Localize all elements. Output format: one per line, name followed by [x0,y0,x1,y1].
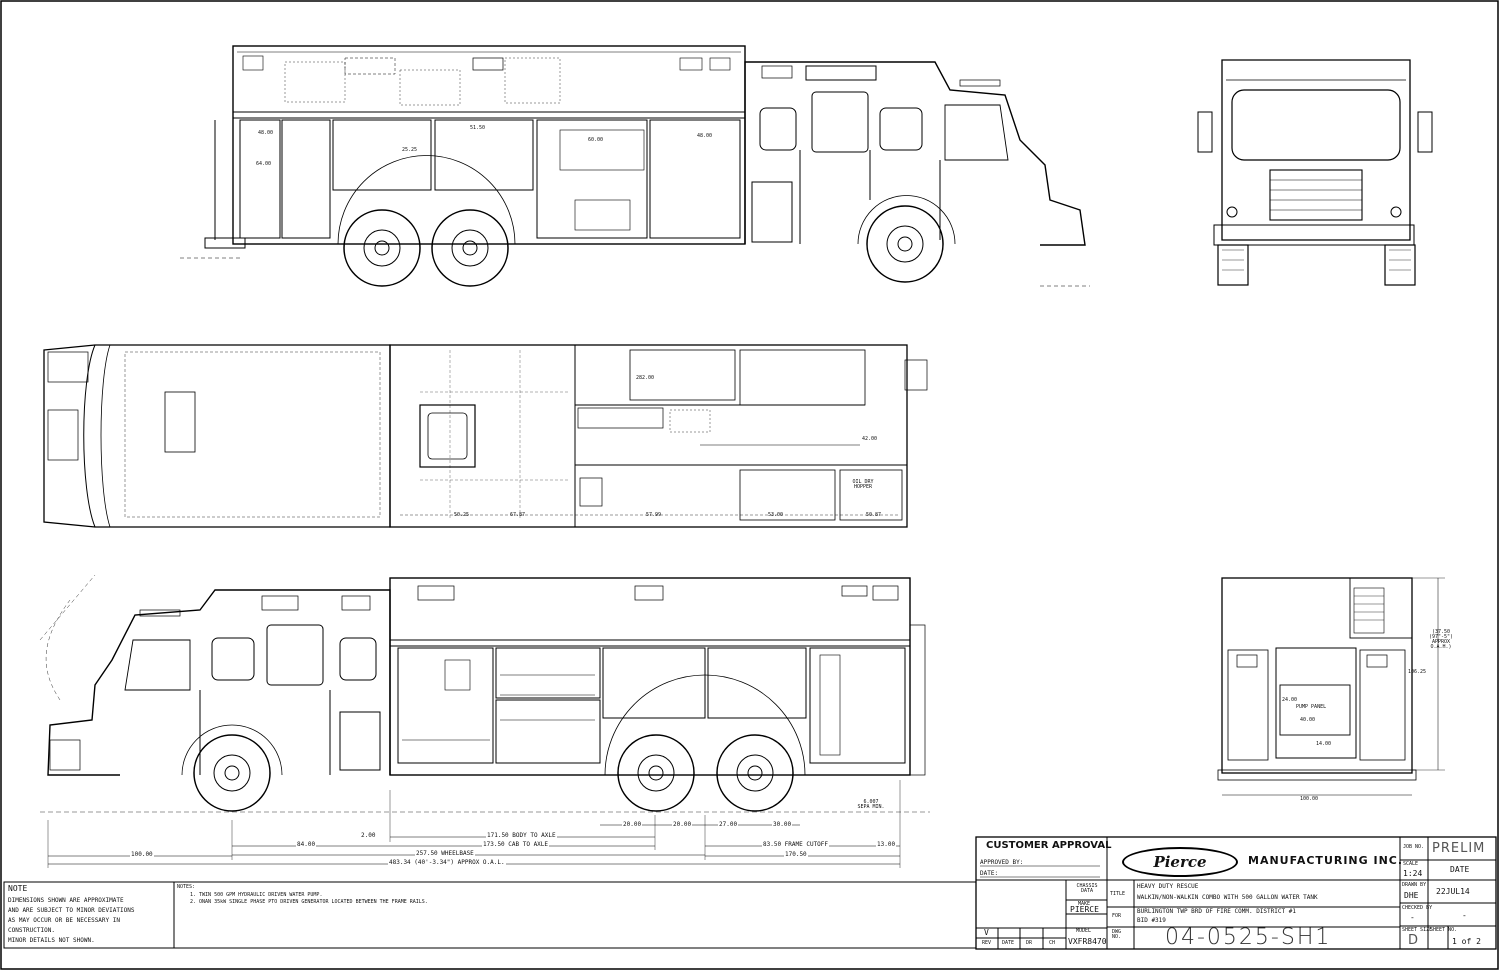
dwg-no-label: DWG NO. [1112,929,1122,940]
dim-13: 13.00 [876,841,897,848]
side-view-officer [39,574,930,868]
approved-by-label: APPROVED BY: [980,859,1024,866]
rear-view [1217,577,1445,796]
pump-panel-label: PUMP PANEL [1296,704,1327,710]
date-header: DATE [1450,865,1470,874]
dim-axle-27: 27.00 [718,821,739,828]
dim-top-64: 64.00 [256,161,272,167]
drawing-number: 04-0525-SH1 [1165,925,1332,950]
notes-item-2: 2. ONAN 35kW SINGLE PHASE PTO DRIVEN GEN… [190,899,428,905]
dim-rear-40: 40.00 [1300,717,1316,723]
dim-plan-42: 42.00 [862,436,878,442]
dim-cab-to-axle: 173.50 CAB TO AXLE [482,841,550,848]
sheet-no-value: 1 of 2 [1452,937,1481,946]
dim-rear-height: 106.25 [1408,669,1427,675]
drawn-date-value: 22JUL14 [1436,887,1470,896]
sheet-size-value: D [1408,933,1420,948]
rev-label: REV [982,940,992,946]
checked-by-label: CHECKED BY [1402,905,1433,911]
dim-plan-53: 53.00 [768,512,784,518]
make-label: MAKE [1078,901,1091,907]
customer-approval-title: CUSTOMER APPROVAL [986,840,1112,851]
dim-wheelbase: 257.50 WHEELBASE [415,850,475,857]
title-line-2: WALKIN/NON-WALKIN COMBO WITH 500 GALLON … [1137,894,1318,901]
note-line-2: AND ARE SUBJECT TO MINOR DEVIATIONS [8,907,135,914]
pierce-logo: Pierce [1122,847,1238,877]
rev-date-label: DATE [1002,940,1015,946]
dim-top-48a: 48.00 [258,130,274,136]
model-value: VXFR8470 [1068,937,1107,946]
dim-rear-width: 100.00 [1300,796,1319,802]
dim-axle-20b: 20.00 [672,821,693,828]
title-line-1: HEAVY DUTY RESCUE [1137,883,1199,890]
dim-2: 2.00 [360,832,377,839]
job-no-label: JOB NO. [1403,844,1425,850]
dim-plan-50-87: 50.87 [866,512,882,518]
drawn-by-label: DRAWN BY [1402,882,1427,888]
side-view-driver [180,45,1090,287]
chassis-data-label: CHASSIS DATA [1076,883,1098,894]
rev-dr-label: DR [1026,940,1033,946]
dim-170-5: 170.50 [784,851,808,858]
model-label: MODEL [1076,928,1092,934]
note-line-4: CONSTRUCTION. [8,927,55,934]
title-block-frame [3,836,1497,950]
front-view [1197,59,1433,286]
scale-value: 1:24 [1403,869,1423,878]
for-line-2: BID #319 [1137,917,1166,924]
notes-item-1: 1. TWIN 500 GPM HYDRAULIC DRIVEN WATER P… [190,892,323,898]
dim-top-60: 60.00 [588,137,604,143]
sheet-no-label: SHEET NO. [1430,927,1458,933]
top-view [43,344,928,528]
dim-frame-cutoff: 83.50 FRAME CUTOFF [762,841,830,848]
approval-date-label: DATE: [980,870,999,877]
rear-oah-note: (37.50 (97"-5") APPROX O.A.H.) [1428,629,1454,650]
dim-rear-24: 24.00 [1282,697,1298,703]
note-line-5: MINOR DETAILS NOT SHOWN. [8,937,95,944]
job-no-value: PRELIM [1432,841,1486,856]
dim-plan-50-25: 50.25 [454,512,470,518]
dim-rear-14: 14.00 [1316,741,1332,747]
sheet-size-label: SHEET SIZE [1402,927,1433,933]
dim-plan-57-99: 57.99 [646,512,662,518]
note-title: NOTE [8,884,28,893]
dim-top-48b: 48.00 [697,133,713,139]
note-line-3: AS MAY OCCUR OR BE NECESSARY IN [8,917,120,924]
drawn-by-value: DHE [1404,891,1419,900]
checked-by-value: - [1410,913,1415,922]
angle-note: 6.007 SEPA MIN. [857,799,885,810]
for-label: FOR [1112,913,1122,919]
company-name: MANUFACTURING INC. [1248,854,1404,867]
dim-plan-282: 282.00 [636,375,655,381]
make-value: PIERCE [1070,905,1099,914]
title-label: TITLE [1110,891,1126,897]
hopper-label: OIL DRY HOPPER [852,479,874,490]
revision-symbol: V [984,928,989,937]
dim-axle-30: 30.00 [772,821,793,828]
dim-top-25-25: 25.25 [402,147,418,153]
for-line-1: BURLINGTON TWP BRD OF FIRE COMM. DISTRIC… [1137,908,1296,915]
dim-84: 84.00 [296,841,317,848]
rev-ch-label: CH [1049,940,1056,946]
dim-top-51-5: 51.50 [470,125,486,131]
dim-body-to-axle: 171.50 BODY TO AXLE [486,832,557,839]
dim-axle-20a: 20.00 [622,821,643,828]
dim-oal: 483.34 (40'-3.34") APPROX O.A.L. [388,859,506,866]
dim-plan-67-87: 67.87 [510,512,526,518]
notes-label: NOTES: [177,884,196,890]
scale-label: SCALE [1403,861,1419,867]
note-line-1: DIMENSIONS SHOWN ARE APPROXIMATE [8,897,124,904]
checked-date-value: - [1462,911,1467,920]
dim-front-100: 100.00 [130,851,154,858]
